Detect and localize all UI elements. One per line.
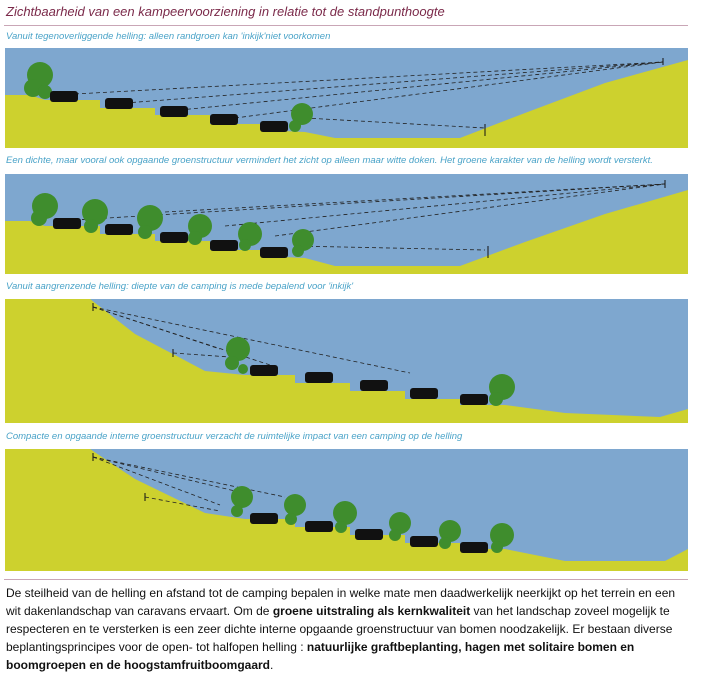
cross-section-1 bbox=[5, 48, 688, 148]
title-divider bbox=[4, 25, 688, 26]
caption-2: Een dichte, maar vooral ook opgaande gro… bbox=[6, 155, 653, 166]
caption-3: Vanuit aangrenzende helling: diepte van … bbox=[6, 281, 354, 292]
body-bold-2: natuurlijke graftbeplanting, hagen met s… bbox=[6, 640, 635, 672]
cross-section-2 bbox=[5, 174, 688, 274]
cross-section-4 bbox=[5, 449, 688, 571]
diagram-panel-4 bbox=[5, 449, 688, 571]
page-title: Zichtbaarheid van een kampeervoorziening… bbox=[6, 4, 445, 19]
cross-section-3 bbox=[5, 299, 688, 423]
caption-4: Compacte en opgaande interne groenstruct… bbox=[6, 431, 463, 442]
body-paragraph: De steilheid van de helling en afstand t… bbox=[6, 584, 690, 674]
body-text-part-1: De steilheid van de helling en afstand t… bbox=[6, 586, 676, 618]
body-text-part-3: . bbox=[270, 658, 274, 672]
diagram-panel-3 bbox=[5, 299, 688, 423]
body-text-part-2: van het landschap zoveel mogelijk te res… bbox=[6, 604, 673, 654]
caption-1: Vanuit tegenoverliggende helling: alleen… bbox=[6, 31, 331, 42]
body-divider bbox=[4, 579, 688, 580]
diagram-panel-2 bbox=[5, 174, 688, 274]
body-bold-1: groene uitstraling als kernkwaliteit bbox=[272, 604, 471, 618]
diagram-panel-1 bbox=[5, 48, 688, 148]
